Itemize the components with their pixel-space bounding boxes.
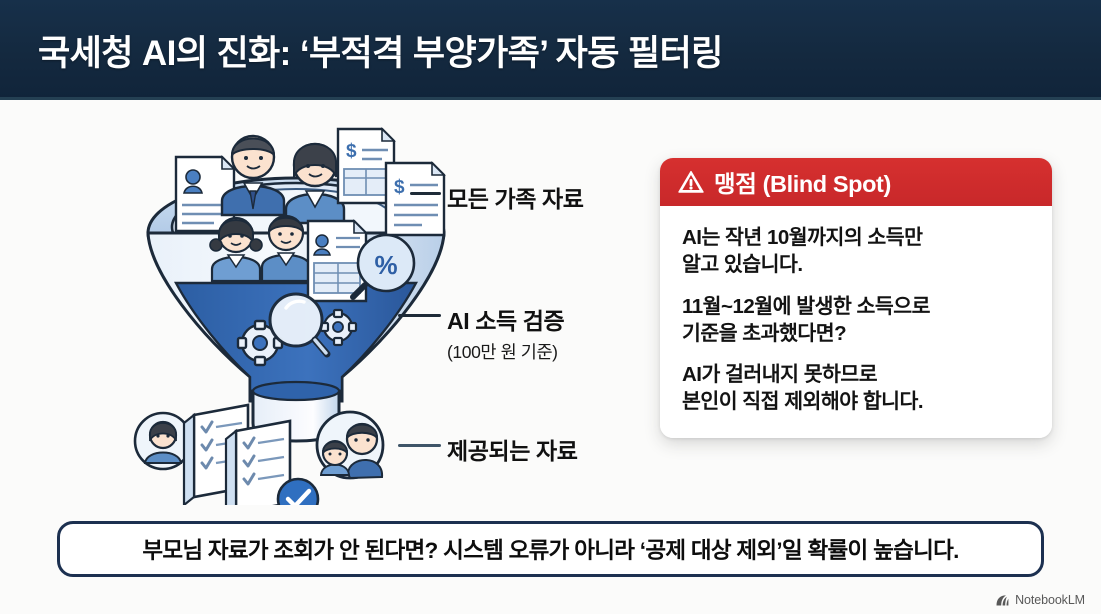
id-document-icon (174, 155, 236, 233)
funnel-top-contents: $ $ (174, 127, 446, 303)
percent-magnifier-icon: % (350, 233, 416, 300)
summary-banner: 부모님 자료가 조회가 안 된다면? 시스템 오류가 아니라 ‘공제 대상 제외… (57, 521, 1044, 577)
avatar-family-icon (315, 410, 385, 480)
table-document-icon (306, 219, 368, 303)
svg-text:$: $ (346, 141, 357, 162)
avatar-icon (133, 411, 193, 471)
dollar-document-icon-2: $ (384, 161, 446, 237)
notebooklm-icon (996, 594, 1009, 605)
connector-line-provided (398, 444, 441, 447)
funnel-label-provided-main: 제공되는 자료 (447, 438, 578, 464)
funnel-label-ai-verify-sub: (100만 원 기준) (447, 342, 558, 362)
blind-spot-paragraph-2: 11월~12월에 발생한 소득으로 기준을 초과했다면? (682, 294, 930, 345)
blind-spot-paragraph-3: AI가 걸러내지 못하므로 본인이 직접 제외해야 합니다. (682, 363, 924, 414)
check-badge-icon (276, 477, 320, 505)
magnifier-icon (268, 292, 331, 358)
funnel-graphic: $ $ (133, 127, 446, 505)
dollar-document-icon: $ (336, 127, 396, 205)
blind-spot-card-header: 맹점 (Blind Spot) (660, 158, 1052, 206)
funnel-label-ai-verify: AI 소득 검증 (100만 원 기준) (447, 302, 565, 364)
family-group-icon (209, 134, 346, 283)
blind-spot-card: 맹점 (Blind Spot) AI는 작년 10월까지의 소득만 알고 있습니… (660, 158, 1052, 438)
connector-line-ai-verify (398, 314, 441, 317)
warning-triangle-icon (678, 170, 704, 193)
notebooklm-watermark-text: NotebookLM (1015, 593, 1085, 607)
connector-line-all-family (410, 192, 441, 195)
blind-spot-card-body: AI는 작년 10월까지의 소득만 알고 있습니다. 11월~12월에 발생한 … (660, 206, 1052, 438)
page-title: 국세청 AI의 진화: ‘부적격 부양가족’ 자동 필터링 (38, 33, 723, 73)
funnel-output-contents (133, 403, 385, 505)
svg-text:%: % (374, 250, 397, 280)
header-bar: 국세청 AI의 진화: ‘부적격 부양가족’ 자동 필터링 (0, 0, 1101, 100)
funnel-middle-contents (236, 292, 358, 367)
blind-spot-paragraph-1: AI는 작년 10월까지의 소득만 알고 있습니다. (682, 226, 923, 277)
funnel-label-all-family: 모든 가족 자료 (447, 180, 584, 214)
summary-banner-text: 부모님 자료가 조회가 안 된다면? 시스템 오류가 아니라 ‘공제 대상 제외… (142, 538, 959, 563)
funnel-label-ai-verify-main: AI 소득 검증 (447, 308, 565, 334)
notebooklm-watermark: NotebookLM (995, 593, 1085, 607)
funnel-label-all-family-main: 모든 가족 자료 (447, 186, 584, 212)
svg-text:$: $ (394, 177, 405, 198)
funnel-label-provided: 제공되는 자료 (447, 432, 578, 466)
funnel-illustration: $ $ (110, 105, 650, 505)
blind-spot-card-title: 맹점 (Blind Spot) (714, 171, 891, 197)
gear-icon (236, 319, 284, 367)
